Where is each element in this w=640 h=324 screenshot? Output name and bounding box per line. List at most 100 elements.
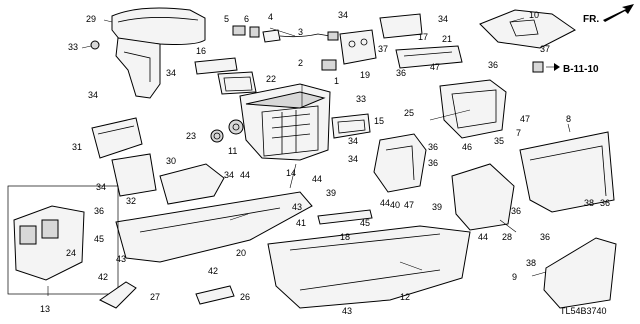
callout-41: 41	[296, 218, 306, 228]
callout-8: 8	[566, 114, 571, 124]
callout-19: 19	[360, 70, 370, 80]
callout-34f: 34	[348, 154, 358, 164]
direction-arrow-icon	[603, 4, 634, 22]
callout-30: 30	[166, 156, 176, 166]
callout-5: 5	[224, 14, 229, 24]
clip-33	[81, 40, 100, 50]
callout-1: 1	[334, 76, 339, 86]
callout-15: 15	[374, 116, 384, 126]
unit-15	[331, 113, 371, 139]
callout-27: 27	[150, 292, 160, 302]
callout-34e: 34	[348, 136, 358, 146]
callout-11: 11	[228, 146, 237, 156]
rear-panel-box-13	[7, 185, 119, 295]
callout-29: 29	[86, 14, 96, 24]
leader-lines	[47, 17, 571, 296]
panel-28	[451, 163, 515, 231]
callout-36a: 36	[488, 60, 498, 70]
bar-18	[317, 209, 373, 225]
socket-11	[228, 119, 244, 135]
callout-23: 23	[186, 131, 196, 141]
callout-6: 6	[244, 14, 249, 24]
front-direction-arrow: FR.	[583, 4, 634, 25]
callout-21: 21	[442, 34, 452, 44]
small-parts-top	[194, 25, 339, 95]
callout-22: 22	[266, 74, 276, 84]
plate-17-21	[379, 13, 463, 69]
callout-34g: 34	[96, 182, 106, 192]
direction-label: FR.	[583, 14, 599, 25]
callout-46: 46	[462, 142, 472, 152]
rear-box-7	[439, 79, 507, 139]
callout-36e: 36	[511, 206, 521, 216]
callout-34b: 34	[438, 14, 448, 24]
callout-44d: 44	[478, 232, 488, 242]
callout-39a: 39	[326, 188, 336, 198]
callout-43b: 43	[342, 306, 352, 316]
bracket-26	[195, 285, 235, 305]
callout-44c: 44	[380, 198, 390, 208]
callout-40: 40	[390, 200, 400, 210]
callout-37b: 37	[540, 44, 550, 54]
side-panel-8	[519, 131, 615, 213]
callout-43a: 43	[292, 202, 302, 212]
callout-25: 25	[404, 108, 414, 118]
callout-45a: 45	[360, 218, 370, 228]
socket-23	[210, 129, 224, 143]
callout-9: 9	[512, 272, 517, 282]
callout-36h: 36	[94, 206, 104, 216]
reference-box: B-11-10	[532, 61, 599, 75]
callout-7: 7	[516, 128, 521, 138]
callout-34a: 34	[338, 10, 348, 20]
callout-2: 2	[298, 58, 303, 68]
callout-4: 4	[268, 12, 273, 22]
callout-3: 3	[298, 27, 303, 37]
callout-33b: 33	[356, 94, 366, 104]
callout-13: 13	[40, 304, 50, 314]
callout-37a: 37	[378, 44, 388, 54]
callout-28: 28	[502, 232, 512, 242]
callout-36g: 36	[540, 232, 550, 242]
bracket-27	[99, 281, 137, 309]
callout-36d: 36	[428, 158, 438, 168]
side-cover-12	[267, 225, 471, 309]
duct-30	[159, 163, 225, 205]
callout-32: 32	[126, 196, 136, 206]
callout-36f: 36	[600, 198, 610, 208]
bracket-19	[339, 29, 377, 65]
console-body-14	[239, 83, 331, 161]
callout-16: 16	[196, 46, 206, 56]
callout-20: 20	[236, 248, 246, 258]
callout-31: 31	[72, 142, 82, 152]
callout-43c: 43	[116, 254, 126, 264]
callouts: 29 33 5 6 4 3 34 16 22 2 19 17 34 21 10 …	[40, 10, 610, 316]
rear-duct-25	[373, 133, 427, 193]
callout-42a: 42	[208, 266, 218, 276]
callout-36b: 36	[396, 68, 406, 78]
callout-35: 35	[494, 136, 504, 146]
callout-36c: 36	[428, 142, 438, 152]
callout-47b: 47	[520, 114, 530, 124]
callout-44b: 44	[312, 174, 322, 184]
armrest-lid	[111, 7, 206, 99]
duct-31	[91, 117, 143, 159]
duct-32	[111, 153, 157, 197]
reference-label: B-11-10	[563, 64, 599, 75]
callout-34d: 34	[88, 90, 98, 100]
callout-47a: 47	[430, 62, 440, 72]
callout-39b: 39	[432, 202, 442, 212]
callout-17: 17	[418, 32, 428, 42]
callout-10: 10	[529, 10, 539, 20]
callout-18: 18	[340, 232, 350, 242]
callout-42b: 42	[98, 272, 108, 282]
callout-34h: 34	[224, 170, 234, 180]
callout-26: 26	[240, 292, 250, 302]
diagram-code: TL54B3740	[560, 306, 607, 316]
callout-44a: 44	[240, 170, 250, 180]
lower-frame-20	[115, 191, 313, 263]
callout-33: 33	[68, 42, 78, 52]
callout-38a: 38	[584, 198, 594, 208]
callout-38b: 38	[526, 258, 536, 268]
